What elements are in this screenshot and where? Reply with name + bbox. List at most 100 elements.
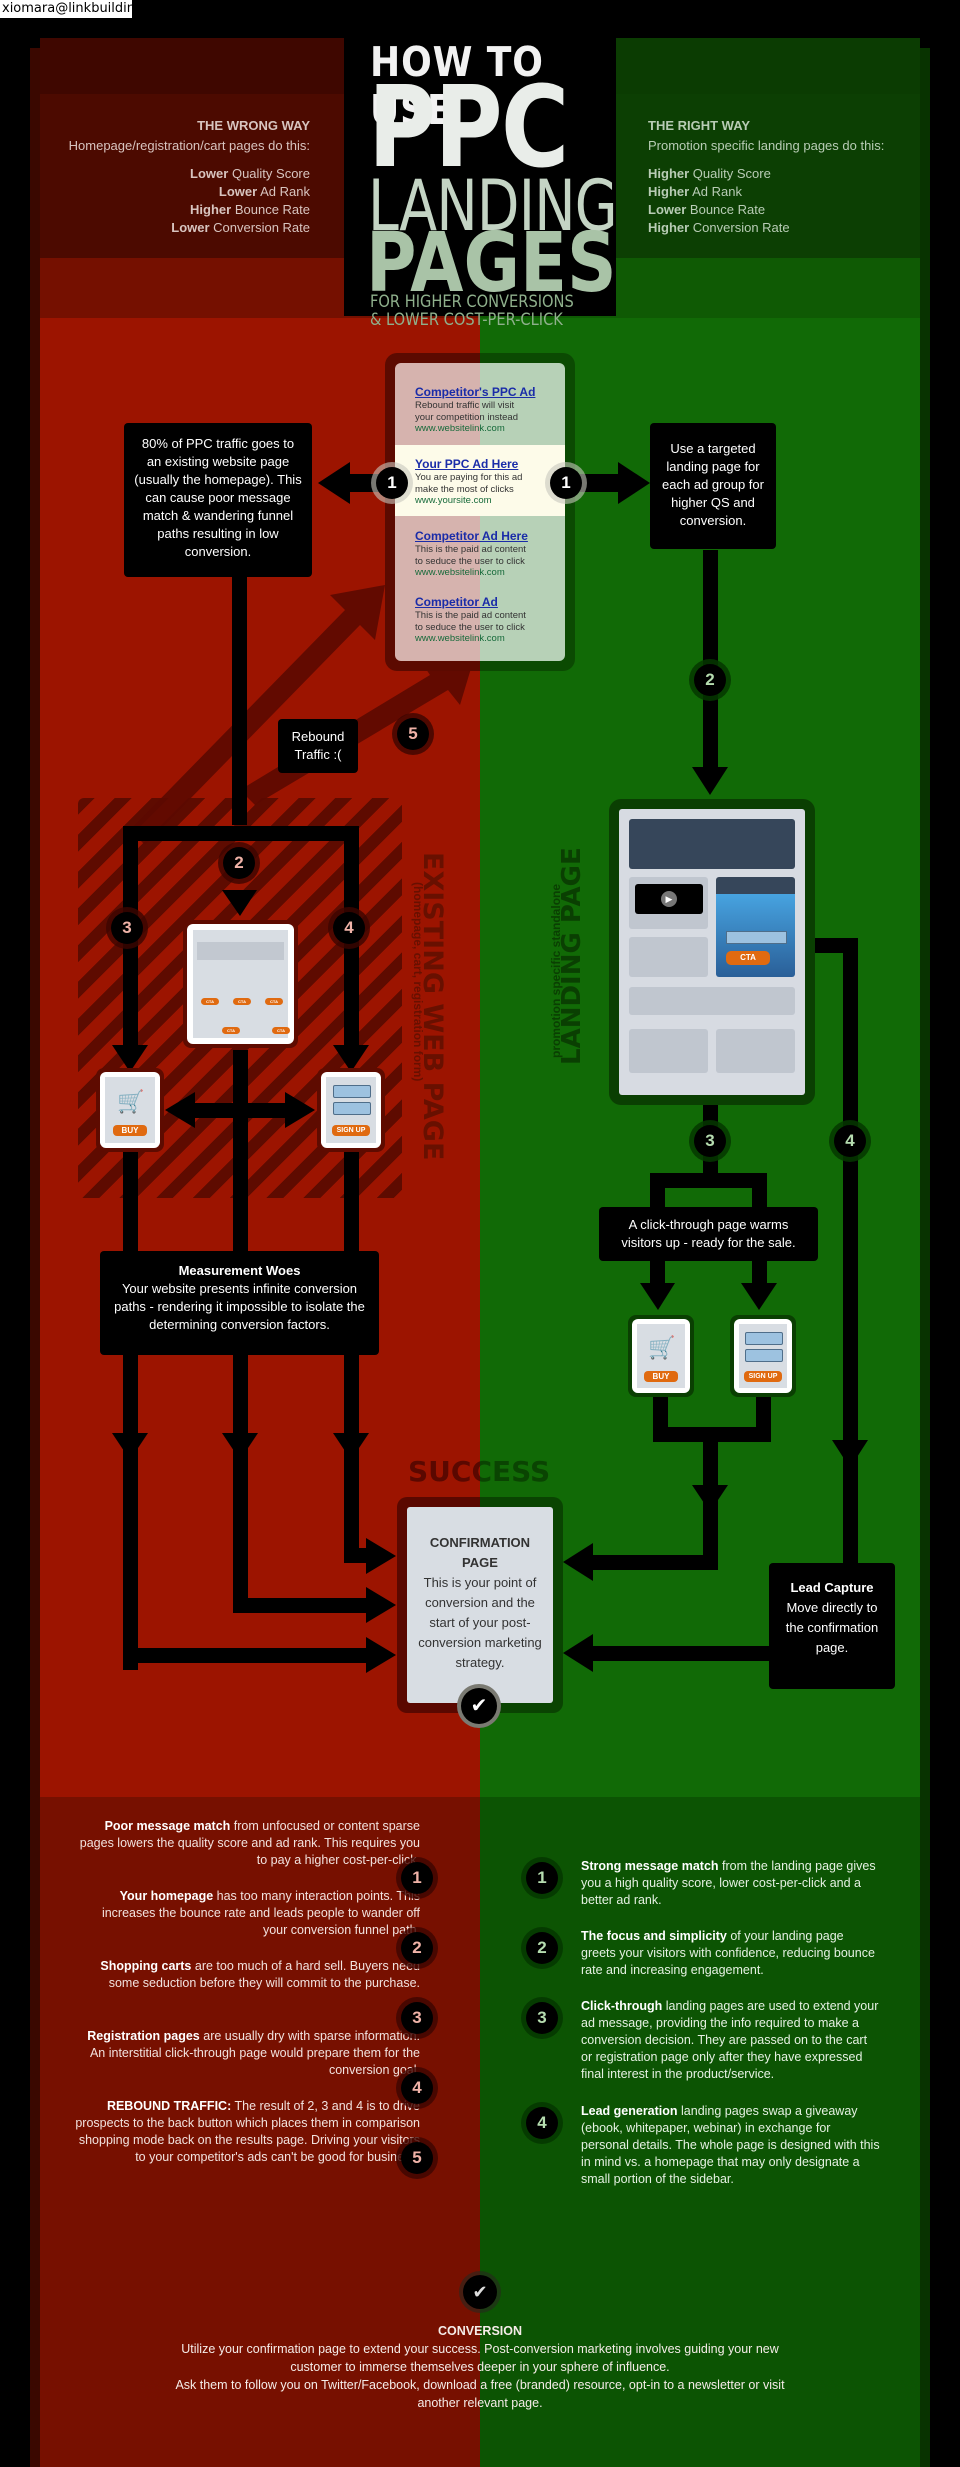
ad-result[interactable]: Competitor's PPC Ad Rebound traffic will…	[415, 385, 565, 435]
cart-page-card: 🛒 BUY	[628, 1315, 694, 1397]
flow-connectors	[112, 462, 868, 1673]
lead-form-block: CTA	[716, 877, 795, 977]
connector	[232, 575, 247, 825]
cta-button: CTA	[265, 998, 283, 1005]
form-field	[333, 1102, 371, 1115]
effect-metric: Bounce Rate	[234, 202, 310, 217]
ad-line: make the most of clicks	[415, 483, 514, 495]
effect-qualifier: Lower	[171, 220, 210, 235]
arrow-head	[285, 1092, 315, 1128]
cta-button: CTA	[222, 1027, 240, 1034]
existing-page-sublabel: (homepage, cart, registration form)	[411, 882, 425, 1082]
measurement-woes-title: Measurement Woes	[178, 1263, 301, 1278]
point-text: from the landing page gives you a high q…	[581, 1859, 876, 1907]
effect-metric: Quality Score	[231, 166, 310, 181]
lead-capture-body: Move directly to the confirmation page.	[785, 1600, 879, 1655]
signup-page-mock: SIGN UP	[321, 1072, 381, 1148]
ad-title-link[interactable]: Your PPC Ad Here	[415, 457, 519, 471]
conversion-title: CONVERSION	[437, 2324, 523, 2338]
wrong-point-badge: 2	[401, 1932, 433, 1964]
cart-page-body: 🛒 BUY	[637, 1324, 685, 1388]
arrow-head	[366, 1637, 396, 1673]
ad-result-yours[interactable]: Your PPC Ad Here You are paying for this…	[415, 457, 565, 507]
click-through-box: A click-through page warms visitors up -…	[599, 1207, 818, 1261]
connector	[123, 826, 358, 841]
right-point-badge: 4	[526, 2107, 558, 2139]
right-way-effect: Higher Ad Rank	[648, 183, 948, 201]
confirmation-title: CONFIRMATION PAGE	[429, 1535, 531, 1570]
effect-qualifier: Lower	[190, 166, 229, 181]
ad-result[interactable]: Competitor Ad This is the paid ad conten…	[415, 595, 565, 645]
wrong-point-badge: 3	[401, 2002, 433, 2034]
ad-line: your competition instead	[415, 411, 518, 423]
buy-button[interactable]: BUY	[113, 1125, 147, 1136]
wrong-point: Registration pages are usually dry with …	[75, 2028, 420, 2079]
landing-page-frame: ▶ CTA	[609, 799, 815, 1105]
effect-metric: Bounce Rate	[689, 202, 766, 217]
step-2-badge: 2	[694, 664, 726, 696]
ad-title-link[interactable]: Competitor's PPC Ad	[415, 385, 536, 399]
ad-result[interactable]: Competitor Ad Here This is the paid ad c…	[415, 529, 565, 579]
measurement-woes-box: Measurement Woes Your website presents i…	[100, 1251, 379, 1355]
ad-line: Rebound traffic will visit	[415, 400, 515, 411]
right-point: The focus and simplicity of your landing…	[581, 1928, 881, 1979]
signup-page-card: SIGN UP	[730, 1315, 796, 1397]
ad-line: You are paying for this ad	[415, 472, 523, 483]
signup-button[interactable]: SIGN UP	[744, 1371, 782, 1382]
wrong-way-effect: Higher Bounce Rate	[40, 201, 310, 219]
effect-qualifier: Higher	[648, 184, 690, 199]
bullet-list-block	[629, 937, 708, 977]
ad-title-link[interactable]: Competitor Ad Here	[415, 529, 528, 543]
arrow-head	[366, 1587, 396, 1623]
point-highlight: Strong message match	[581, 1859, 719, 1873]
signup-button[interactable]: SIGN UP	[332, 1125, 370, 1136]
point-highlight: Shopping carts	[100, 1959, 192, 1973]
signup-page-card: SIGN UP	[317, 1068, 385, 1152]
feature-table-block	[629, 1029, 708, 1073]
right-point-badge: 3	[526, 2002, 558, 2034]
effect-qualifier: Lower	[648, 202, 687, 217]
play-icon[interactable]: ▶	[661, 891, 677, 907]
effect-metric: Conversion Rate	[692, 220, 790, 235]
shopping-cart-icon: 🛒	[648, 1335, 676, 1360]
ad-line: This is the paid ad content	[415, 610, 526, 621]
connector	[123, 1648, 373, 1663]
point-text: from unfocused or content sparse pages l…	[79, 1819, 420, 1867]
ad-title-link[interactable]: Competitor Ad	[415, 595, 498, 609]
arrow-head	[333, 1433, 369, 1460]
arrow-head	[640, 1283, 675, 1310]
arrow-head	[366, 1538, 396, 1574]
existing-page-mock: CTA CTA CTA CTA CTA	[187, 924, 294, 1044]
point-highlight: Your homepage	[119, 1889, 214, 1903]
ad-url: www.websitelink.com	[415, 423, 505, 434]
lead-form-field[interactable]	[726, 931, 787, 944]
wrong-point: Shopping carts are too much of a hard se…	[75, 1958, 420, 1992]
subtitle-line-1: FOR HIGHER CONVERSIONS	[370, 292, 574, 312]
buy-button[interactable]: BUY	[644, 1371, 678, 1382]
left-intro-box: 80% of PPC traffic goes to an existing w…	[124, 423, 312, 577]
subtitle-line-2: & LOWER COST-PER-CLICK	[370, 310, 563, 330]
step-2-badge: 2	[223, 847, 255, 879]
wrong-point: Your homepage has too many interaction p…	[75, 1888, 420, 1939]
effect-qualifier: Higher	[190, 202, 232, 217]
your-ad-highlight	[395, 445, 565, 516]
cta-button[interactable]: CTA	[726, 951, 770, 965]
connector	[233, 1598, 373, 1613]
wrong-point-badge: 4	[401, 2072, 433, 2104]
step-4-badge: 4	[834, 1125, 866, 1157]
video-player[interactable]: ▶	[635, 884, 703, 914]
connector	[590, 1646, 770, 1661]
connector	[344, 1548, 369, 1563]
shopping-cart-icon: 🛒	[117, 1089, 145, 1114]
wrong-point: Poor message match from unfocused or con…	[75, 1818, 420, 1869]
search-results-list: Competitor's PPC Ad Rebound traffic will…	[395, 363, 565, 661]
step-3-badge: 3	[111, 912, 143, 944]
point-highlight: Poor message match	[104, 1819, 231, 1833]
arrow-head	[222, 1433, 258, 1460]
right-point: Strong message match from the landing pa…	[581, 1858, 881, 1909]
signup-page-mock: SIGN UP	[734, 1319, 792, 1393]
conversion-check-icon: ✔	[463, 2275, 497, 2309]
landing-hero	[629, 819, 795, 869]
point-text: landing pages swap a giveaway (ebook, wh…	[581, 2104, 880, 2186]
cart-page-card: 🛒 BUY	[96, 1068, 164, 1152]
